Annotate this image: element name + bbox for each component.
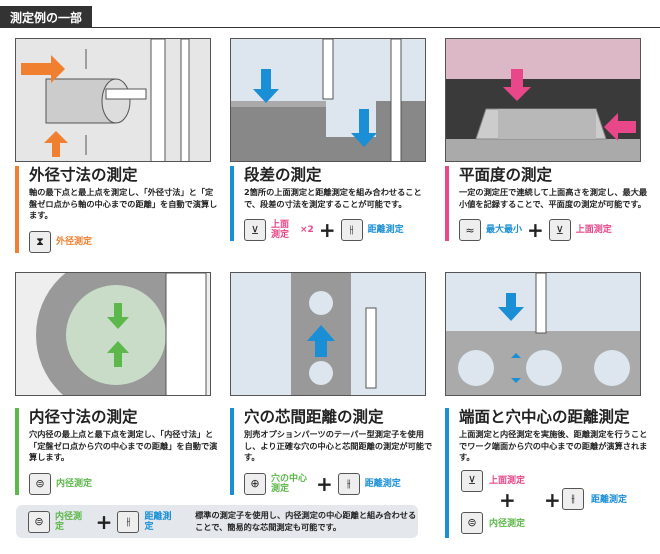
flatness-illustration <box>445 38 641 162</box>
section-title: 測定例の一部 <box>0 6 93 28</box>
card-hole-center: 穴の芯間距離の測定 別売オプションパーツのテーパー型測定子を使用し、より正確な穴… <box>230 408 435 495</box>
distance-icon: ⫲ <box>117 510 140 533</box>
edge-hole-illustration <box>445 272 641 396</box>
inner-diameter-icon: ⊜ <box>461 511 483 534</box>
card-description: 2箇所の上面測定と距離測定を組み合わせることで、段差の寸法を測定することが可能で… <box>244 187 422 209</box>
outer-diameter-icon: ⧗ <box>29 230 51 253</box>
icon-label: 内径測定 <box>56 478 93 489</box>
icon-label: 距離測定 <box>367 225 404 235</box>
distance-icon: ⫲ <box>562 487 584 510</box>
card-title: 段差の測定 <box>244 166 322 184</box>
note-text: 標準の測定子を使用し、内径測定の中心距離と組み合わせることで、簡易的な芯間測定も… <box>195 510 417 532</box>
icon-label: 内径測定 <box>55 511 83 532</box>
icon-label: 内径測定 <box>489 518 526 529</box>
card-description: 上面測定と内径測定を実施後、距離測定を行うことでワーク端面から穴の中心までの距離… <box>459 429 648 462</box>
plus-icon: + <box>527 218 544 242</box>
step-illustration <box>230 38 426 162</box>
inner-diameter-illustration <box>15 272 211 396</box>
card-title: 内径寸法の測定 <box>29 408 138 426</box>
card-description: 別売オプションパーツのテーパー型測定子を使用し、より正確な穴の中心と芯間距離の測… <box>244 429 433 462</box>
card-title: 外径寸法の測定 <box>29 166 138 184</box>
card-edge-hole: 端面と穴中心の距離測定 上面測定と内径測定を実施後、距離測定を行うことでワーク端… <box>445 408 650 538</box>
hole-center-icon: ⊕ <box>244 472 266 495</box>
section-header: 測定例の一部 <box>0 6 660 28</box>
plus-icon: + <box>318 218 336 242</box>
plus-icon: + <box>95 509 113 534</box>
icon-label: 上面測定 <box>489 475 526 486</box>
plus-icon: + <box>316 471 333 496</box>
hole-center-illustration <box>230 272 426 396</box>
icon-label: 距離測定 <box>144 511 172 532</box>
plus-icon: + <box>544 487 561 512</box>
icon-label: 穴の中心測定 <box>271 473 308 494</box>
card-title: 穴の芯間距離の測定 <box>244 408 384 426</box>
distance-icon: ⫲ <box>337 472 360 495</box>
card-description: 一定の測定圧で連続して上面高さを測定し、最大最小値を記録することで、平面度の測定… <box>459 187 648 209</box>
distance-icon: ⫲ <box>340 219 363 241</box>
card-flatness: 平面度の測定 一定の測定圧で連続して上面高さを測定し、最大最小値を記録することで… <box>445 166 650 241</box>
icon-label: 外径測定 <box>56 236 93 247</box>
multiplier: ×2 <box>300 225 314 235</box>
card-title: 端面と穴中心の距離測定 <box>459 408 630 426</box>
top-surface-icon: ⊻ <box>461 469 483 492</box>
inner-diameter-icon: ⊜ <box>28 510 50 533</box>
plus-icon: + <box>499 487 516 512</box>
card-title: 平面度の測定 <box>459 166 553 184</box>
top-surface-icon: ⊻ <box>548 219 571 241</box>
icon-label: 上面測定 <box>575 225 612 235</box>
card-inner-diameter: 内径寸法の測定 穴内径の最上点と最下点を測定し、「内径寸法」と「定盤ゼロ点から穴… <box>15 408 220 495</box>
card-step: 段差の測定 2箇所の上面測定と距離測定を組み合わせることで、段差の寸法を測定する… <box>230 166 435 241</box>
note-box: ⊜内径測定 + ⫲距離測定 標準の測定子を使用し、内径測定の中心距離と組み合わせ… <box>16 505 418 538</box>
max-min-icon: ≈ <box>459 219 481 241</box>
card-outer-diameter: 外径寸法の測定 軸の最下点と最上点を測定し、「外径寸法」と「定盤ゼロ点から軸の中… <box>15 166 220 253</box>
outer-diameter-illustration <box>15 38 211 162</box>
top-surface-icon: ⊻ <box>244 219 266 241</box>
icon-label: 距離測定 <box>364 478 401 489</box>
inner-diameter-icon: ⊜ <box>29 472 51 495</box>
icon-label: 最大最小 <box>486 225 523 235</box>
icon-label: 上面測定 <box>271 220 290 240</box>
card-description: 穴内径の最上点と最下点を測定し、「内径寸法」と「定盤ゼロ点から穴の中心までの距離… <box>29 429 218 462</box>
card-description: 軸の最下点と最上点を測定し、「外径寸法」と「定盤ゼロ点から軸の中心までの距離」を… <box>29 187 218 220</box>
icon-label: 距離測定 <box>591 494 628 505</box>
